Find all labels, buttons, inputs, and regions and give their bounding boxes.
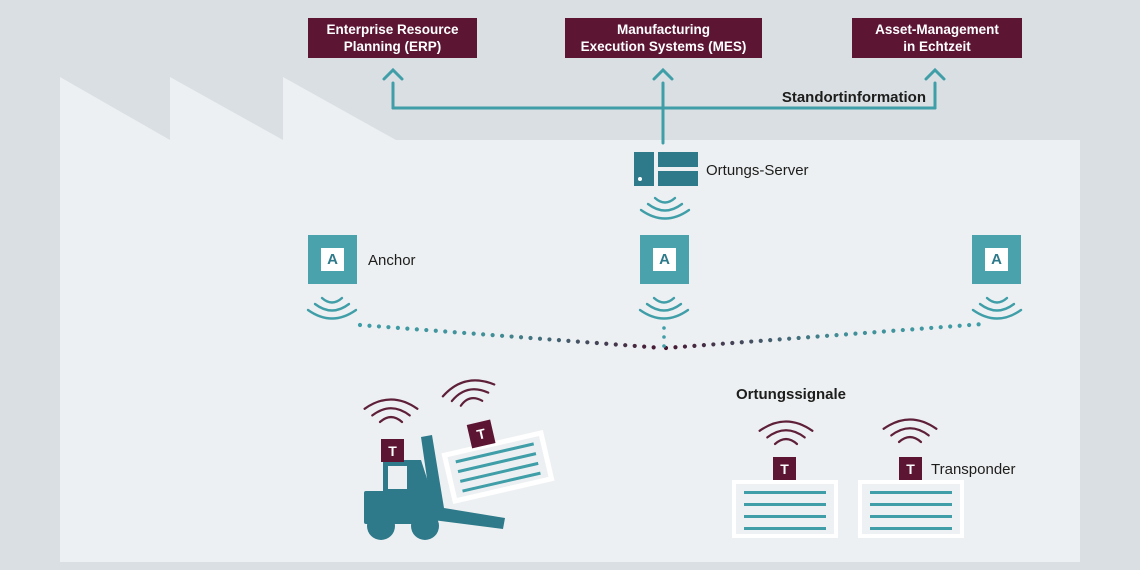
pallet-slat [744, 491, 826, 494]
pallet-left-transponder-tag: T [773, 457, 796, 480]
factory-silhouette [60, 77, 1080, 562]
locating-signal-dotted-path [357, 321, 986, 351]
anchor-left-letter: A [321, 248, 344, 271]
crate-transponder-tag: T [466, 419, 496, 449]
crate-slat [459, 461, 539, 483]
system-connectors [382, 67, 946, 145]
server-icon [634, 152, 698, 186]
forklift-mast-fork [421, 435, 505, 529]
dotted-path-right [663, 321, 986, 351]
anchor-right-icon: A [972, 235, 1021, 284]
server-bar-bottom [658, 171, 698, 186]
erp-box: Enterprise Resource Planning (ERP) [308, 18, 477, 58]
crate-slat [457, 452, 537, 473]
asset-management-box: Asset-Management in Echtzeit [852, 18, 1022, 58]
standortinformation-label: Standortinformation [781, 89, 926, 106]
forklift-wheel-front [411, 512, 439, 540]
pallet-right-transponder-tag: T [899, 457, 922, 480]
ortungs-server-label: Ortungs-Server [706, 162, 809, 179]
mes-box: Manufacturing Execution Systems (MES) [565, 18, 762, 58]
pallet-slat [744, 515, 826, 518]
pallet-slat [870, 491, 952, 494]
pallet-slat [870, 503, 952, 506]
anchor-label: Anchor [368, 252, 416, 269]
anchor-right-letter: A [985, 248, 1008, 271]
anchor-center-letter: A [653, 248, 676, 271]
pallet-left [732, 480, 838, 538]
pallet-slat [870, 527, 952, 530]
arrow-up-asset-icon [924, 67, 946, 81]
forklift-transponder-tag: T [381, 439, 404, 462]
server-bar-top [658, 152, 698, 167]
dotted-path-left [357, 322, 665, 351]
pallet-slat [744, 527, 826, 530]
ortungssignale-label: Ortungssignale [736, 386, 847, 403]
server-tower [634, 152, 654, 186]
anchor-center-icon: A [640, 235, 689, 284]
pallet-slat [744, 503, 826, 506]
arrow-up-erp-icon [382, 67, 404, 81]
anchor-left-icon: A [308, 235, 357, 284]
pallet-right [858, 480, 964, 538]
arrow-up-mes-icon [652, 67, 674, 81]
transponder-label: Transponder [931, 461, 1016, 478]
forklift-illustration [364, 435, 505, 540]
forklift-wheel-rear [367, 512, 395, 540]
pallet-slat [870, 515, 952, 518]
forklift-window [388, 466, 407, 489]
server-led-dot [638, 177, 642, 181]
